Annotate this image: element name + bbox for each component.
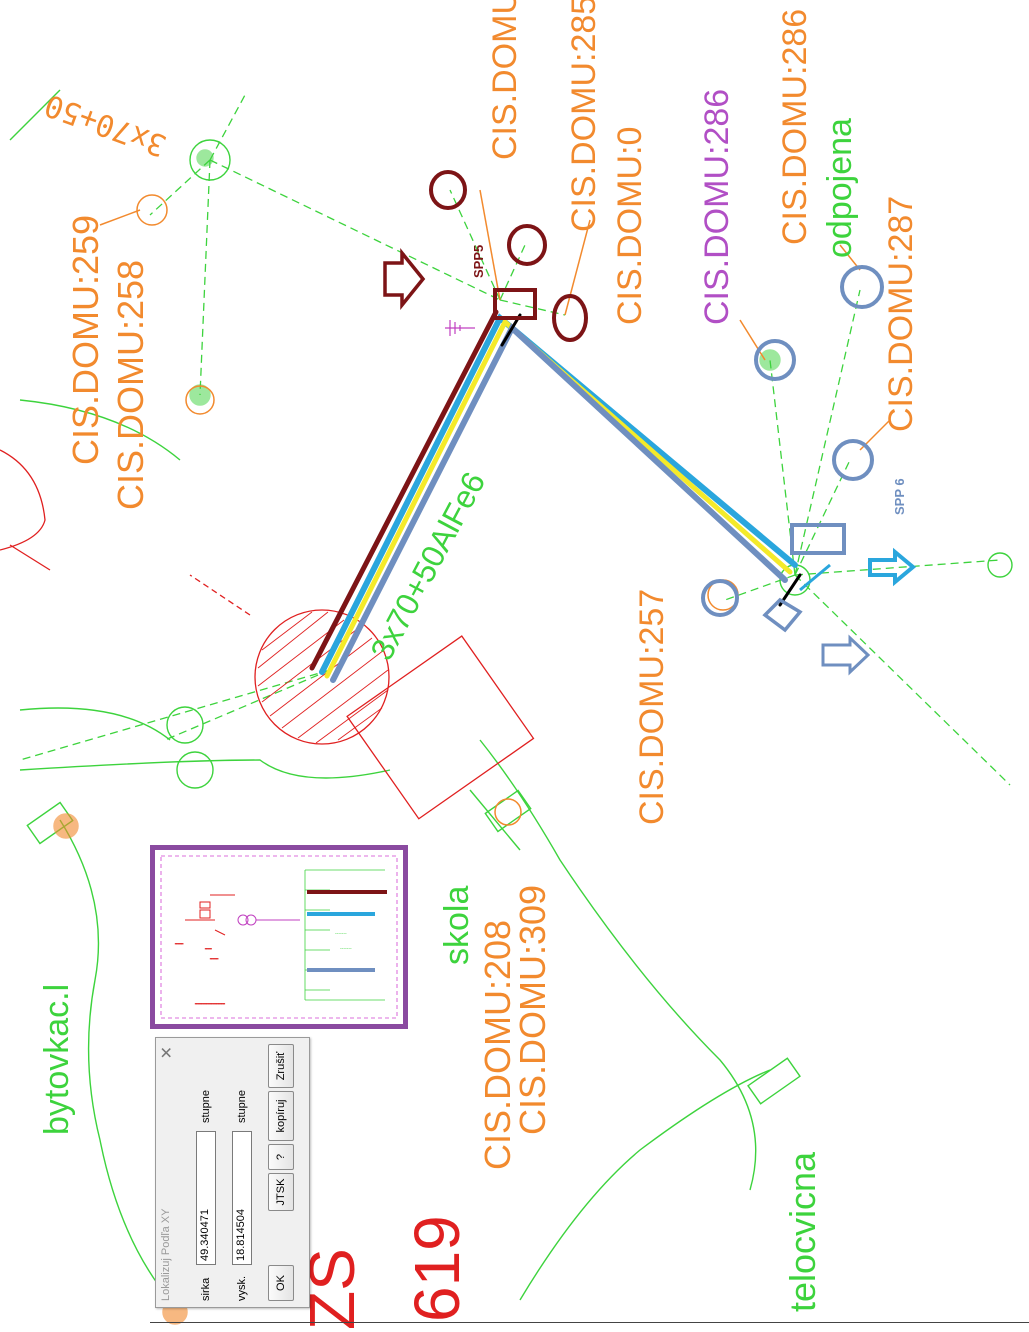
ground-symbol <box>445 320 475 336</box>
road-lines <box>9 89 771 1301</box>
house-label-287: CIS.DOMU:287 <box>882 195 920 432</box>
house-label-309: CIS.DOMU:309 <box>512 884 553 1135</box>
lat-label: sirka <box>200 1277 212 1301</box>
bottom-rule <box>150 1322 1029 1323</box>
schematic-thumbnail: -------------- ------------------ ------… <box>160 855 398 1019</box>
odpojena-label: odpojena <box>821 118 859 258</box>
house-label-0: CIS.DOMU:0 <box>611 126 649 325</box>
house-label-top: CIS.DOMU: <box>486 0 524 160</box>
house-label-286-violet: CIS.DOMU:286 <box>698 88 736 325</box>
jtsk-button[interactable]: JTSK <box>268 1173 294 1211</box>
house-label-257: CIS.DOMU:257 <box>633 588 671 825</box>
house-label-258: CIS.DOMU:258 <box>110 259 151 510</box>
spp6-markup <box>701 265 884 676</box>
localize-dialog-body: Lokalizuj Podľa XY ✕ sirka 49.340471 stu… <box>156 1038 309 1307</box>
ok-button[interactable]: OK <box>268 1265 294 1301</box>
lat-input[interactable]: 49.340471 <box>196 1131 216 1265</box>
network-lines <box>19 94 1011 786</box>
svg-text:-----: ----- <box>210 956 219 962</box>
bytovka-label: bytovkac.l <box>38 983 76 1135</box>
house-label-285: CIS.DOMU:285 <box>565 0 603 232</box>
cancel-button[interactable]: Zrušiť <box>268 1044 294 1088</box>
house-label-208: CIS.DOMU:208 <box>477 919 518 1170</box>
dialog-title: Lokalizuj Podľa XY <box>160 1208 172 1302</box>
spp5-label: SPP5 <box>471 244 486 278</box>
lon-unit: stupne <box>236 1089 248 1123</box>
svg-text:-------: ------- <box>335 931 347 937</box>
telocvicna-label: telocvicna <box>782 1151 823 1312</box>
svg-text:----: ---- <box>205 946 212 952</box>
lat-unit: stupne <box>200 1089 212 1123</box>
skola-label: skola <box>438 885 476 965</box>
close-icon[interactable]: ✕ <box>159 1046 176 1060</box>
svg-text:-----: ----- <box>175 941 184 947</box>
house-label-286-orange: CIS.DOMU:286 <box>776 8 814 245</box>
spp6-direction-arrow <box>799 547 917 592</box>
red-structures <box>0 449 535 820</box>
svg-text:------------------: ------------------ <box>195 1001 225 1007</box>
lon-label: vysk. <box>236 1275 248 1301</box>
spp6-label: SPP 6 <box>892 478 907 515</box>
svg-text:-------: ------- <box>340 946 352 952</box>
house-label-259: CIS.DOMU:259 <box>65 214 106 465</box>
copy-button[interactable]: kopíruj <box>268 1091 294 1141</box>
schematic-inset[interactable]: -------------- ------------------ ------… <box>150 845 408 1029</box>
localize-dialog[interactable]: Lokalizuj Podľa XY ✕ sirka 49.340471 stu… <box>155 1037 310 1308</box>
spp5-markup <box>383 170 588 342</box>
lon-input[interactable]: 18.814504 <box>232 1131 252 1265</box>
help-button[interactable]: ? <box>268 1144 294 1170</box>
number-619-label: 619 <box>401 1215 473 1322</box>
